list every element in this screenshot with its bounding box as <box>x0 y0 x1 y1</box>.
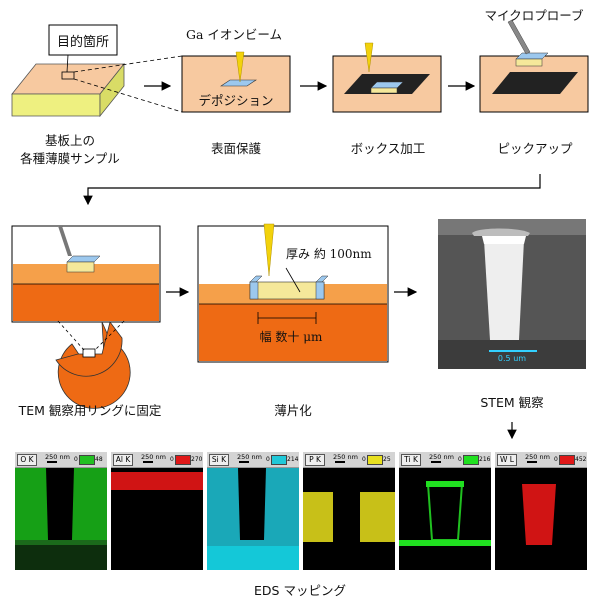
target-area-marker <box>61 71 75 80</box>
eds-scale-label: 250 nm <box>429 453 454 461</box>
eds-color-swatch <box>271 455 287 465</box>
eds-scale-bar <box>239 461 249 463</box>
eds-color-swatch <box>463 455 479 465</box>
step1-panel <box>181 51 291 113</box>
eds-panel-ti: Ti K 250 nm 0 216 <box>399 452 491 570</box>
eds-panel-si: Si K 250 nm 0 214 <box>207 452 299 570</box>
callout-box <box>48 24 118 56</box>
eds-max-label: 214 <box>287 456 299 463</box>
eds-header: P K 250 nm 0 25 <box>303 452 395 468</box>
eds-header: Si K 250 nm 0 214 <box>207 452 299 468</box>
thickness-label: 厚み 約 100nm <box>286 247 372 261</box>
eds-panel-p: P K 250 nm 0 25 <box>303 452 395 570</box>
step2-caption: ボックス加工 <box>350 141 426 156</box>
eds-color-swatch <box>175 455 191 465</box>
micro-probe-label: マイクロプローブ <box>484 8 584 23</box>
substrate-caption-line1: 基板上の <box>44 133 95 148</box>
eds-color-swatch <box>367 455 383 465</box>
step6-caption: STEM 観察 <box>480 395 544 410</box>
eds-map-w-graphic <box>495 468 587 570</box>
eds-scale-bar <box>143 461 153 463</box>
micro-probe <box>507 19 531 55</box>
eds-header: Ti K 250 nm 0 216 <box>399 452 491 468</box>
substrate-caption-line2: 各種薄膜サンプル <box>20 151 120 166</box>
target-area-label: 目的箇所 <box>56 35 109 50</box>
eds-color-swatch <box>559 455 575 465</box>
step1-caption: 表面保護 <box>210 141 261 156</box>
step5-panel <box>197 223 389 363</box>
eds-scale-label: 250 nm <box>141 453 166 461</box>
substrate-sample <box>11 62 125 118</box>
eds-header: Al K 250 nm 0 270 <box>111 452 203 468</box>
step3-panel <box>479 19 589 113</box>
eds-max-label: 452 <box>575 456 587 463</box>
eds-max-label: 48 <box>95 456 103 463</box>
width-label: 幅 数十 μm <box>259 330 323 344</box>
stem-scale-label: 0.5 um <box>497 354 527 363</box>
eds-map-si-graphic <box>207 468 299 570</box>
eds-scale-bar <box>47 461 57 463</box>
step5-caption: 薄片化 <box>274 403 312 418</box>
eds-caption: EDS マッピング <box>254 583 346 598</box>
step4-panel <box>11 225 161 409</box>
eds-map-o-graphic <box>15 468 107 570</box>
eds-element-label: Ti K <box>401 454 421 466</box>
eds-min-label: 0 <box>554 456 558 463</box>
eds-min-label: 0 <box>266 456 270 463</box>
eds-map-al-graphic <box>111 468 203 570</box>
eds-element-label: W L <box>497 454 517 466</box>
eds-panel-w: W L 250 nm 0 452 <box>495 452 587 570</box>
eds-element-label: Si K <box>209 454 229 466</box>
eds-element-label: Al K <box>113 454 133 466</box>
eds-element-label: O K <box>17 454 37 466</box>
eds-element-label: P K <box>305 454 325 466</box>
eds-header: W L 250 nm 0 452 <box>495 452 587 468</box>
callout-pointer <box>66 54 69 73</box>
eds-max-label: 216 <box>479 456 491 463</box>
zoom-line-bottom <box>73 78 183 113</box>
deposition-label: デポジション <box>198 93 274 108</box>
eds-min-label: 0 <box>170 456 174 463</box>
eds-scale-bar <box>335 461 345 463</box>
ga-beam-label: Ga イオンビーム <box>186 27 283 42</box>
eds-panel-al: Al K 250 nm 0 270 <box>111 452 203 570</box>
eds-scale-label: 250 nm <box>525 453 550 461</box>
eds-scale-bar <box>527 461 537 463</box>
eds-color-swatch <box>79 455 95 465</box>
eds-map-p-graphic <box>303 468 395 570</box>
eds-scale-label: 250 nm <box>45 453 70 461</box>
step2-panel <box>332 42 442 113</box>
eds-max-label: 270 <box>191 456 203 463</box>
eds-scale-bar <box>431 461 441 463</box>
thickness-pointer <box>285 267 301 293</box>
eds-scale-label: 250 nm <box>237 453 262 461</box>
eds-max-label: 25 <box>383 456 391 463</box>
step4-caption: TEM 観察用リングに固定 <box>18 403 162 418</box>
step3-caption: ピックアップ <box>497 141 573 156</box>
eds-panel-o: O K 250 nm 0 48 <box>15 452 107 570</box>
eds-scale-label: 250 nm <box>333 453 358 461</box>
eds-header: O K 250 nm 0 48 <box>15 452 107 468</box>
stem-image <box>438 219 586 369</box>
eds-min-label: 0 <box>362 456 366 463</box>
eds-map-ti-graphic <box>399 468 491 570</box>
eds-min-label: 0 <box>458 456 462 463</box>
eds-min-label: 0 <box>74 456 78 463</box>
